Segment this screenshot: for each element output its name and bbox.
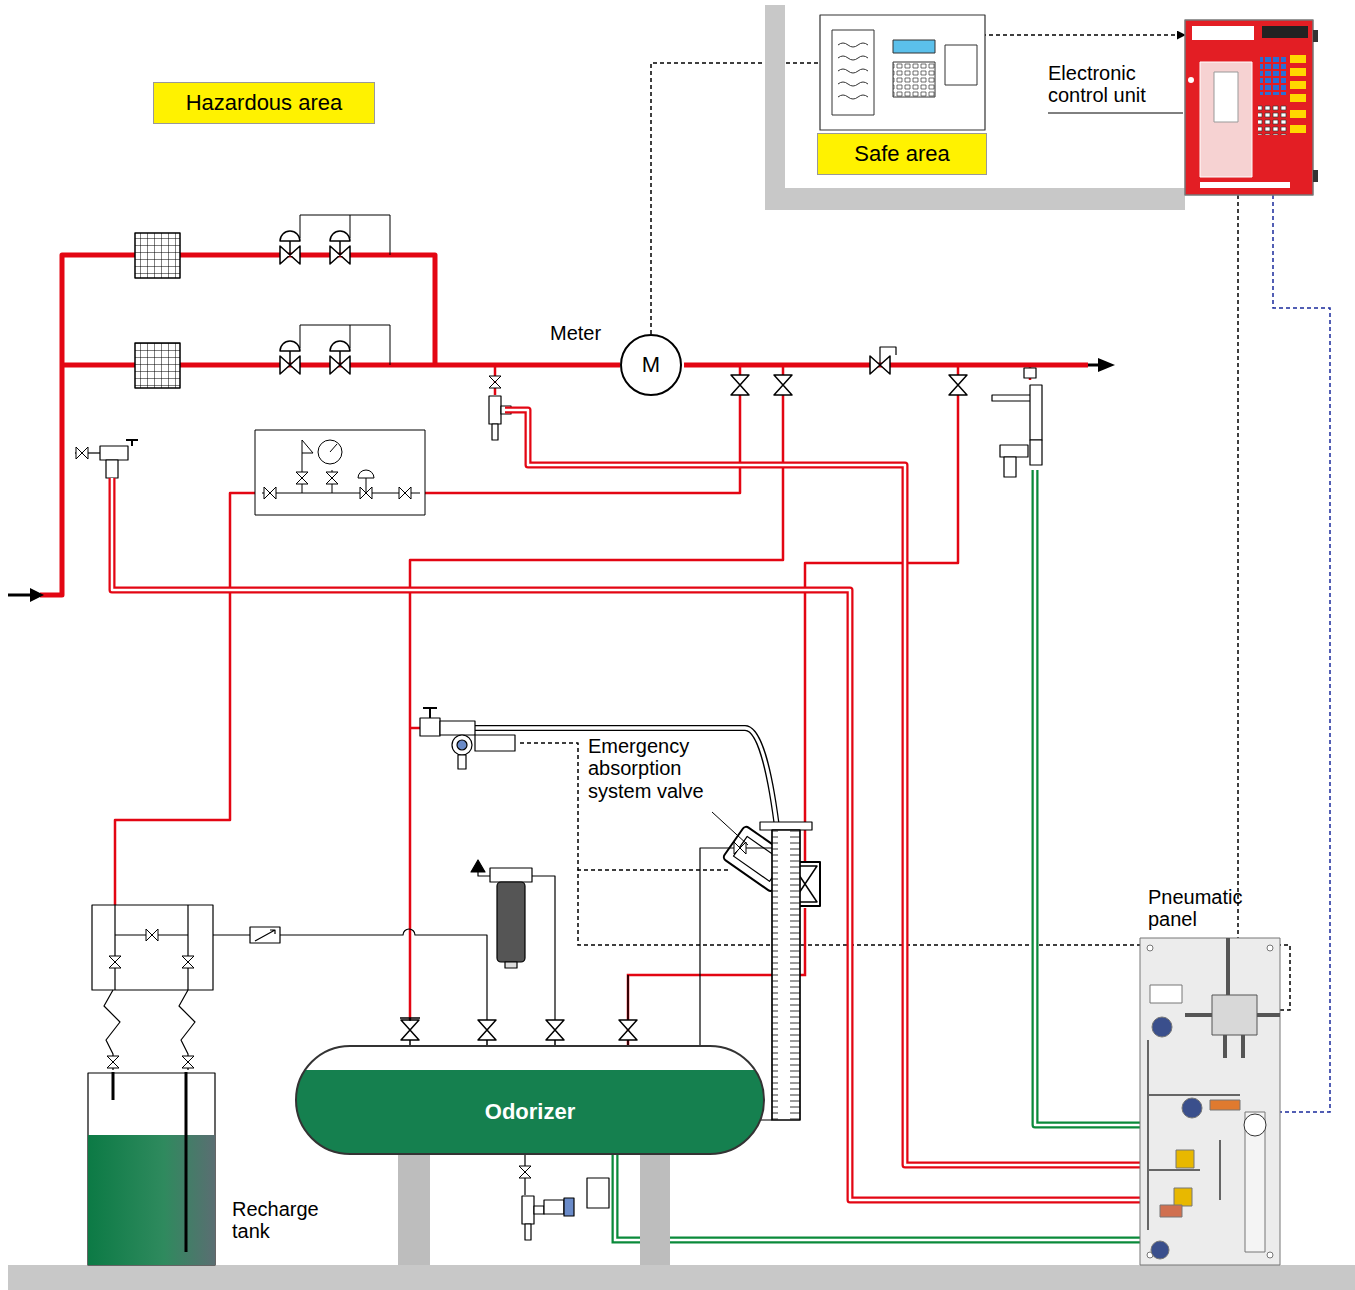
node-label: Meter (550, 322, 601, 344)
ground (8, 1265, 1355, 1290)
connector-group (1238, 195, 1239, 938)
node-label: Electronic control unit (1048, 62, 1180, 106)
filter-symbol (135, 233, 180, 278)
branch-valve (731, 375, 749, 395)
valve: Emergency absorption system valve (728, 830, 820, 908)
node-label: Recharge tank (232, 1198, 352, 1243)
node-label: M (642, 353, 660, 378)
regulator-valve (330, 231, 350, 264)
meter-circle: MeterM (620, 334, 682, 396)
computer (820, 15, 985, 130)
inlet-arrow (30, 588, 44, 602)
connector (651, 35, 1185, 334)
branch-valve (949, 375, 967, 395)
wall (765, 5, 785, 210)
filter-symbol (135, 343, 180, 388)
nozzle-valve (400, 975, 637, 1047)
node-label: Safe area (854, 142, 949, 167)
inlet-arrow (8, 594, 32, 597)
node-label: Odorizer (485, 1100, 575, 1125)
emergency-valve (420, 708, 820, 906)
node-label: Pneumatic panel (1148, 886, 1273, 931)
level-sensor (519, 1155, 609, 1240)
wall (765, 188, 1185, 210)
area-label: Hazardous area (153, 82, 375, 124)
regulator-valve (330, 341, 350, 374)
regulator-valve (280, 231, 300, 264)
pneumatic-panel (1140, 938, 1280, 1265)
area-label: Safe area (817, 133, 987, 175)
gauge-panel (255, 430, 425, 515)
pneumatic-panel: Pneumatic panel (1140, 938, 1280, 1265)
outlet-arrow (1098, 358, 1115, 372)
check-valve (870, 347, 896, 374)
main-pipe (40, 255, 1088, 595)
vent-filter (471, 860, 555, 1020)
connector (1237, 195, 1239, 938)
control-unit-housing (1185, 20, 1318, 195)
node-label: Emergency absorption system valve (588, 735, 718, 802)
regulator-valve (280, 341, 300, 374)
recharge-tank (88, 1072, 215, 1265)
connector-group (1273, 195, 1330, 1112)
connector (1273, 195, 1330, 1112)
odorizer-tank: Odorizer (295, 1045, 765, 1155)
recharge-tank: Recharge tank (88, 1073, 215, 1265)
node-label: Hazardous area (186, 91, 343, 116)
connector-group (651, 35, 1185, 334)
leader-line (712, 812, 748, 845)
sample-tap (75, 365, 1042, 478)
signal-wire (520, 743, 578, 870)
leader-line (1048, 113, 1183, 114)
control-unit: Electronic control unit (1185, 20, 1313, 195)
double-line (112, 410, 1140, 1200)
filter-symbol (135, 233, 180, 278)
branch-valve (774, 375, 792, 395)
filter-symbol (135, 343, 180, 388)
